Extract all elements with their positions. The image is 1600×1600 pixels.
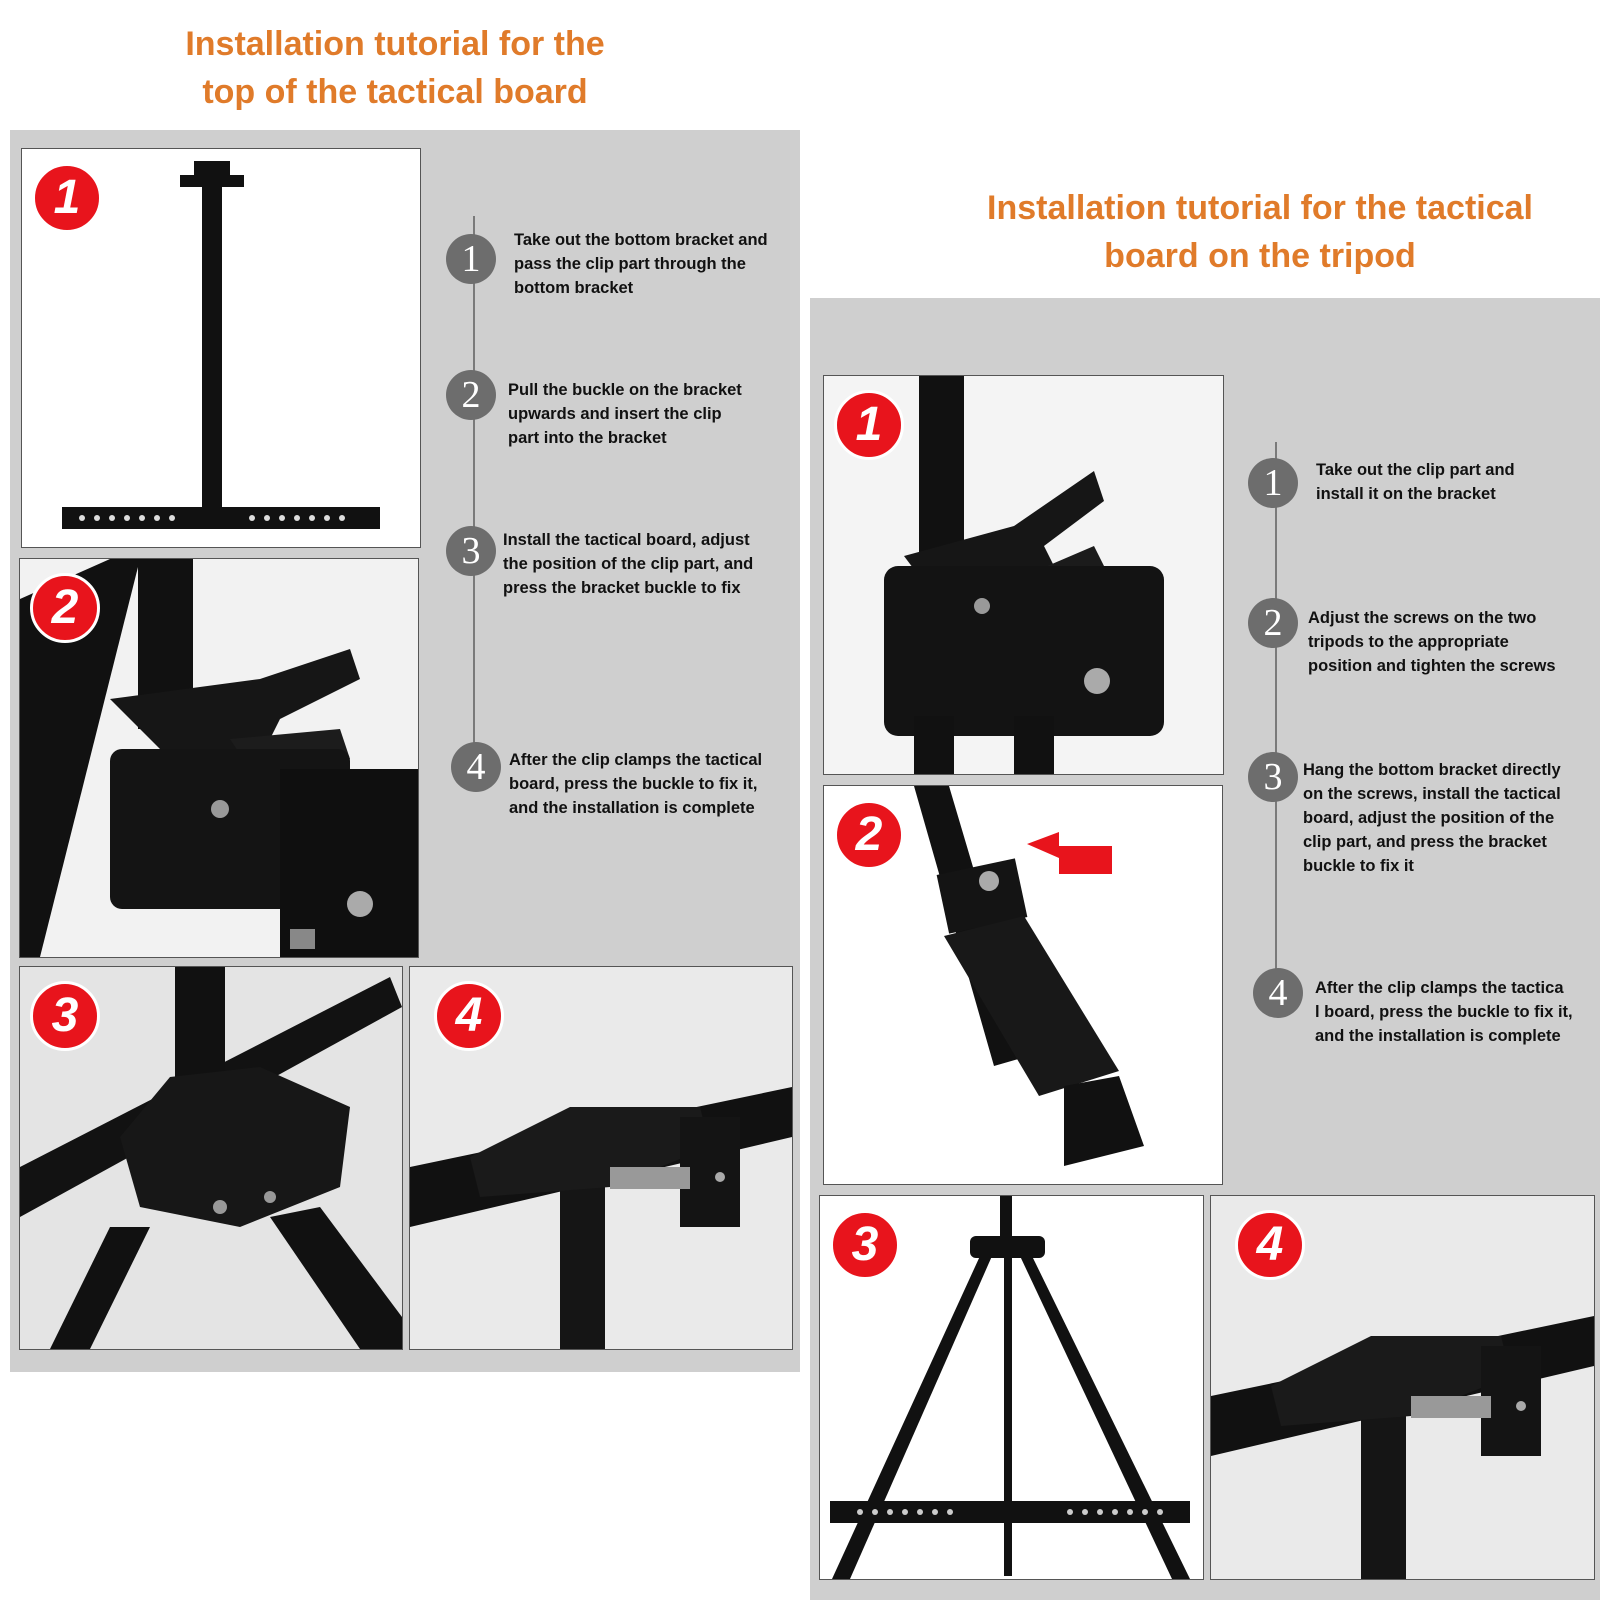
left-photo-4: 4 <box>409 966 793 1350</box>
left-photo-4-badge: 4 <box>434 981 504 1051</box>
tripod-screw-photo-icon <box>914 786 1144 1166</box>
left-step-3-text: Install the tactical board, adjust the p… <box>503 531 754 597</box>
right-photo-1: 1 <box>823 375 1224 775</box>
right-title: Installation tutorial for the tactical b… <box>930 184 1590 280</box>
left-step-4-text: After the clip clamps the tactical board… <box>509 751 763 817</box>
left-title: Installation tutorial for the top of the… <box>80 20 710 116</box>
clip-on-bracket-photo-icon <box>20 967 402 1349</box>
clamped-board-photo-2-icon <box>1211 1316 1594 1579</box>
left-photo-2: 2 <box>19 558 419 958</box>
left-step-1-text: Take out the bottom bracket and pass the… <box>514 231 768 297</box>
right-step-2-number: 2 <box>1248 598 1298 648</box>
left-photo-2-badge: 2 <box>30 573 100 643</box>
right-photo-2-badge: 2 <box>834 800 904 870</box>
right-step-2-text: Adjust the screws on the two tripods to … <box>1308 609 1556 675</box>
right-photo-3-badge: 3 <box>830 1210 900 1280</box>
clip-on-tripod-photo-icon <box>884 376 1164 774</box>
left-step-2-number: 2 <box>446 370 496 420</box>
t-bracket-photo-icon <box>62 161 380 529</box>
left-photo-1: 1 <box>21 148 421 548</box>
right-step-3-number: 3 <box>1248 752 1298 802</box>
left-photo-3: 3 <box>19 966 403 1350</box>
clip-buckle-photo-icon <box>20 559 418 957</box>
right-timeline <box>1275 442 1277 982</box>
tripod-easel-photo-icon <box>830 1196 1190 1579</box>
left-photo-1-badge: 1 <box>32 163 102 233</box>
right-step-4-text: After the clip clamps the tactica l boar… <box>1315 979 1573 1045</box>
right-title-line1: Installation tutorial for the tactical <box>987 189 1533 227</box>
right-title-line2: board on the tripod <box>1104 237 1416 275</box>
left-photo-3-badge: 3 <box>30 981 100 1051</box>
right-photo-3: 3 <box>819 1195 1204 1580</box>
right-photo-4: 4 <box>1210 1195 1595 1580</box>
right-step-3-text: Hang the bottom bracket directly on the … <box>1303 761 1561 875</box>
right-photo-4-badge: 4 <box>1235 1210 1305 1280</box>
left-timeline <box>473 216 475 766</box>
left-step-2-text: Pull the buckle on the bracket upwards a… <box>508 381 742 447</box>
right-step-1-text: Take out the clip part and install it on… <box>1316 461 1515 503</box>
right-step-4-number: 4 <box>1253 968 1303 1018</box>
left-title-line2: top of the tactical board <box>202 73 588 111</box>
left-step-3-number: 3 <box>446 526 496 576</box>
left-title-line1: Installation tutorial for the <box>185 25 605 63</box>
left-step-1-number: 1 <box>446 234 496 284</box>
clamped-board-photo-icon <box>410 1087 792 1349</box>
right-photo-2: 2 <box>823 785 1223 1185</box>
right-step-1-number: 1 <box>1248 458 1298 508</box>
right-photo-1-badge: 1 <box>834 390 904 460</box>
left-step-4-number: 4 <box>451 742 501 792</box>
